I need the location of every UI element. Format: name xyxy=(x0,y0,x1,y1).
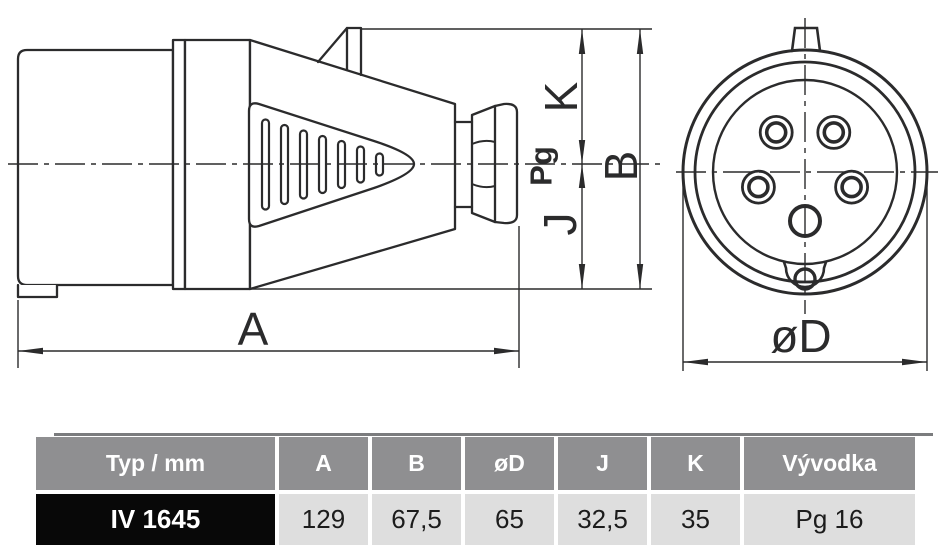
dim-label-b: B xyxy=(595,151,647,182)
gland-nut-facets xyxy=(471,139,496,189)
plug-rear-body xyxy=(16,48,175,287)
contact-pins xyxy=(741,114,869,238)
header-cell-b: B xyxy=(372,437,461,490)
header-cell-k: K xyxy=(651,437,740,490)
front-dimensions xyxy=(682,174,928,371)
cell-value-j: 32,5 xyxy=(558,494,647,545)
cell-value-vyvodka: Pg 16 xyxy=(744,494,915,545)
cell-value-b: 67,5 xyxy=(372,494,461,545)
dim-label-k: K xyxy=(535,81,587,112)
header-cell-d: øD xyxy=(465,437,554,490)
table-top-border xyxy=(54,433,933,436)
dim-label-j: J xyxy=(534,213,586,236)
side-dimensions xyxy=(17,28,652,368)
dim-label-pg: Pg xyxy=(524,146,559,186)
keyway-notch xyxy=(782,260,828,289)
cell-value-d: 65 xyxy=(465,494,554,545)
cell-type: IV 1645 xyxy=(36,494,275,545)
header-cell-j: J xyxy=(558,437,647,490)
cell-value-k: 35 xyxy=(651,494,740,545)
side-dimension-arrows xyxy=(18,29,644,355)
header-cell-vyvodka: Vývodka xyxy=(744,437,915,490)
spec-table-data-row: IV 1645 129 67,5 65 32,5 35 Pg 16 xyxy=(36,494,915,545)
vent-grille xyxy=(247,102,416,228)
cell-value-a: 129 xyxy=(279,494,368,545)
side-view xyxy=(16,26,519,299)
technical-drawing: A K Pg J B xyxy=(8,18,938,371)
dim-label-a: A xyxy=(238,303,269,355)
header-cell-a: A xyxy=(279,437,368,490)
gland-neck xyxy=(453,120,474,209)
key-tab xyxy=(790,26,822,53)
front-dimension-arrows xyxy=(683,358,927,366)
spec-table-header-row: Typ / mm A B øD J K Vývodka xyxy=(36,437,915,490)
header-cell-typ: Typ / mm xyxy=(36,437,275,490)
latch-tab xyxy=(316,26,363,77)
dim-label-diameter: øD xyxy=(770,310,831,362)
plug-foot xyxy=(16,283,59,299)
